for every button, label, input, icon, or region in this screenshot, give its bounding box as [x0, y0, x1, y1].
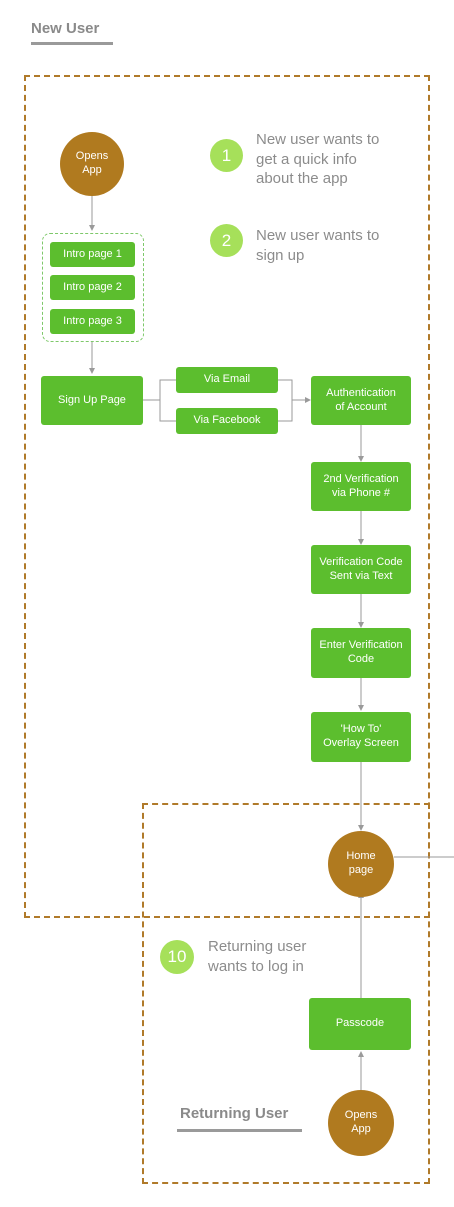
- line-signup-split: [143, 379, 176, 401]
- badge-1: 1: [210, 139, 243, 172]
- returning-user-heading: Returning User: [180, 1105, 289, 1122]
- opens-app-circle-bottom: Opens App: [328, 1090, 394, 1156]
- passcode: Passcode: [309, 998, 411, 1050]
- how-to-overlay-screen: 'How To' Overlay Screen: [311, 712, 411, 762]
- badge-2: 2: [210, 224, 243, 257]
- verification-code-sent: Verification Code Sent via Text: [311, 545, 411, 594]
- intro-page-1: Intro page 1: [50, 242, 135, 267]
- note-10-text: Returning user wants to log in: [208, 938, 307, 975]
- returning-user-region: [142, 803, 430, 1184]
- note-1-text: New user wants to get a quick info about…: [256, 131, 380, 187]
- via-email: Via Email: [176, 367, 278, 393]
- new-user-region: [24, 75, 430, 918]
- new-user-underline: [31, 42, 113, 45]
- line-email-merge: [278, 379, 311, 403]
- returning-user-underline: [177, 1129, 302, 1132]
- line-facebook-merge: [278, 400, 293, 422]
- via-facebook: Via Facebook: [176, 408, 278, 434]
- home-page-circle: Home page: [328, 831, 394, 897]
- enter-verification-code: Enter Verification Code: [311, 628, 411, 678]
- second-verification: 2nd Verification via Phone #: [311, 462, 411, 511]
- opens-app-circle-top: Opens App: [60, 132, 124, 196]
- intro-pages-group: [42, 233, 144, 342]
- authentication-of-account: Authentication of Account: [311, 376, 411, 425]
- new-user-heading: New User: [31, 20, 100, 37]
- intro-page-2: Intro page 2: [50, 275, 135, 300]
- sign-up-page: Sign Up Page: [41, 376, 143, 425]
- intro-page-3: Intro page 3: [50, 309, 135, 334]
- badge-10: 10: [160, 940, 194, 974]
- line-signup-split-2: [159, 400, 176, 422]
- note-2-text: New user wants to sign up: [256, 227, 380, 264]
